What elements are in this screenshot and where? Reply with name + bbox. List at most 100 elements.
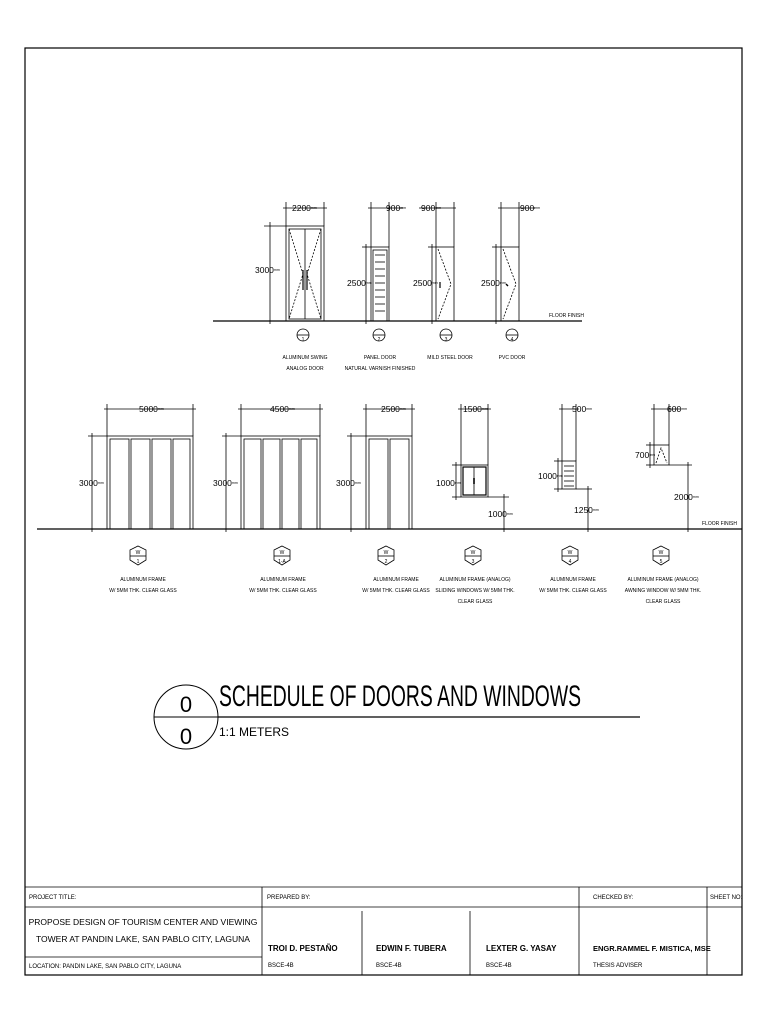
door-3-desc-1: MILD STEEL DOOR	[427, 355, 473, 361]
window-2-mark-bottom: 2	[385, 559, 388, 565]
window-1a-desc-2: W/ 5MM THK. CLEAR GLASS	[249, 588, 317, 594]
location: LOCATION: PANDIN LAKE, SAN PABLO CITY, L…	[29, 964, 181, 970]
drawing-scale: 1:1 METERS	[219, 725, 289, 739]
window-1-height: 3000mm	[79, 478, 104, 488]
window-1-mark-top: W	[136, 550, 141, 556]
doors-floor-finish: FLOOR FINISH	[549, 313, 584, 319]
window-elevations	[37, 404, 742, 532]
window-3-width: 1500mm	[463, 404, 488, 414]
window-5-mark-bottom: 5	[660, 559, 663, 565]
window-5-drawing	[646, 404, 692, 532]
title-bubble-bottom: 0	[180, 724, 192, 749]
window-4-mark-top: W	[568, 550, 573, 556]
preparer-3-name: LEXTER G. YASAY	[486, 944, 557, 953]
window-3-drawing	[452, 404, 509, 532]
door-4-mark-num: 4	[511, 337, 514, 343]
checker-role: THESIS ADVISER	[593, 963, 643, 969]
window-marks	[129, 545, 670, 566]
window-1-desc-2: W/ 5MM THK. CLEAR GLASS	[109, 588, 177, 594]
door-2-drawing	[362, 202, 403, 324]
window-3-mark-top: W	[471, 550, 476, 556]
project-title-line-1: PROPOSE DESIGN OF TOURISM CENTER AND VIE…	[29, 917, 258, 927]
window-4-drawing	[554, 404, 592, 532]
window-3-mark	[464, 545, 482, 566]
window-1a-drawing	[222, 404, 323, 532]
door-marks	[296, 328, 519, 342]
window-1-width: 5000mm	[139, 404, 164, 414]
door-4-width: 900mm	[520, 203, 540, 213]
window-5-width: 600mm	[667, 404, 687, 414]
window-1-mark-bottom: 1	[137, 559, 140, 565]
door-3-drawing	[419, 202, 456, 324]
door-1-desc-1: ALUMINUM SWING	[283, 355, 328, 361]
window-1-drawing	[88, 404, 196, 532]
window-3-desc-3: CLEAR GLASS	[458, 599, 493, 605]
door-2-desc-1: PANEL DOOR	[364, 355, 397, 361]
door-4-desc-1: PVC DOOR	[499, 355, 526, 361]
window-1a-mark-bottom: 1-A	[278, 559, 286, 565]
preparer-3-course: BSCE-4B	[486, 963, 512, 969]
window-2-desc-1: ALUMINUM FRAME	[373, 577, 419, 583]
door-1-drawing	[264, 202, 327, 324]
window-2-mark	[377, 545, 395, 566]
door-1-height: 3000mm	[255, 265, 280, 275]
door-3-height: 2500mm	[413, 278, 438, 288]
preparer-2-course: BSCE-4B	[376, 963, 402, 969]
window-5-mark	[652, 545, 670, 566]
window-2-drawing	[347, 404, 415, 532]
window-1a-mark-top: W	[280, 550, 285, 556]
drawing-title-bubble	[153, 684, 640, 750]
door-4-height: 2500mm	[481, 278, 506, 288]
window-4-sill: 1250mm	[574, 505, 599, 515]
window-4-height: 1000mm	[538, 471, 563, 481]
project-title-line-2: TOWER AT PANDIN LAKE, SAN PABLO CITY, LA…	[36, 934, 250, 944]
window-1-mark	[129, 545, 147, 566]
door-1-desc-2: ANALOG DOOR	[286, 366, 324, 372]
door-2-height: 2500mm	[347, 278, 372, 288]
window-5-sill: 2000mm	[674, 492, 699, 502]
window-3-desc-2: SLIDING WINDOWS W/ 5MM THK.	[435, 588, 514, 594]
window-1a-mark	[273, 545, 291, 566]
window-2-width: 2500mm	[381, 404, 406, 414]
door-3-mark-num: 3	[445, 337, 448, 343]
window-4-desc-1: ALUMINUM FRAME	[550, 577, 596, 583]
sheet-border	[24, 47, 743, 976]
project-title-label: PROJECT TITLE:	[29, 895, 77, 901]
window-4-mark-bottom: 4	[569, 559, 572, 565]
window-2-desc-2: W/ 5MM THK. CLEAR GLASS	[362, 588, 430, 594]
door-2-desc-2: NATURAL VARNISH FINISHED	[345, 366, 416, 372]
window-1a-height: 3000mm	[213, 478, 238, 488]
window-4-mark	[561, 545, 579, 566]
window-5-desc-3: CLEAR GLASS	[646, 599, 681, 605]
prepared-by-label: PREPARED BY:	[267, 895, 311, 901]
door-3-width: 900mm	[421, 203, 441, 213]
preparer-1-name: TROI D. PESTAÑO	[268, 944, 338, 953]
window-5-desc-1: ALUMINUM FRAME (ANALOG)	[627, 577, 698, 583]
window-5-height: 700mm	[635, 450, 655, 460]
sheet-no-label: SHEET NO:	[710, 895, 743, 901]
window-1-desc-1: ALUMINUM FRAME	[120, 577, 166, 583]
window-5-mark-top: W	[659, 550, 664, 556]
window-1a-desc-1: ALUMINUM FRAME	[260, 577, 306, 583]
door-elevations	[213, 202, 582, 324]
window-2-mark-top: W	[384, 550, 389, 556]
window-3-mark-bottom: 3	[472, 559, 475, 565]
window-3-sill: 1000mm	[488, 509, 513, 519]
window-4-width: 500mm	[572, 404, 592, 414]
door-2-width: 900mm	[386, 203, 406, 213]
footer-grid	[25, 886, 742, 975]
checker-name: ENGR.RAMMEL F. MISTICA, MSE	[593, 944, 711, 953]
door-1-width: 2200mm	[292, 203, 317, 213]
window-3-desc-1: ALUMINUM FRAME (ANALOG)	[439, 577, 510, 583]
title-bubble-top: 0	[180, 692, 192, 717]
preparer-2-name: EDWIN F. TUBERA	[376, 944, 447, 953]
door-1-mark-num: 1	[302, 337, 305, 343]
windows-floor-finish: FLOOR FINISH	[702, 521, 737, 527]
door-2-mark-num: 2	[378, 337, 381, 343]
preparer-1-course: BSCE-4B	[268, 963, 294, 969]
drawing-title: SCHEDULE OF DOORS AND WINDOWS	[219, 680, 581, 713]
window-3-height: 1000mm	[436, 478, 461, 488]
window-2-height: 3000mm	[336, 478, 361, 488]
window-5-desc-2: AWNING WINDOW W/ 5MM THK.	[625, 588, 701, 594]
